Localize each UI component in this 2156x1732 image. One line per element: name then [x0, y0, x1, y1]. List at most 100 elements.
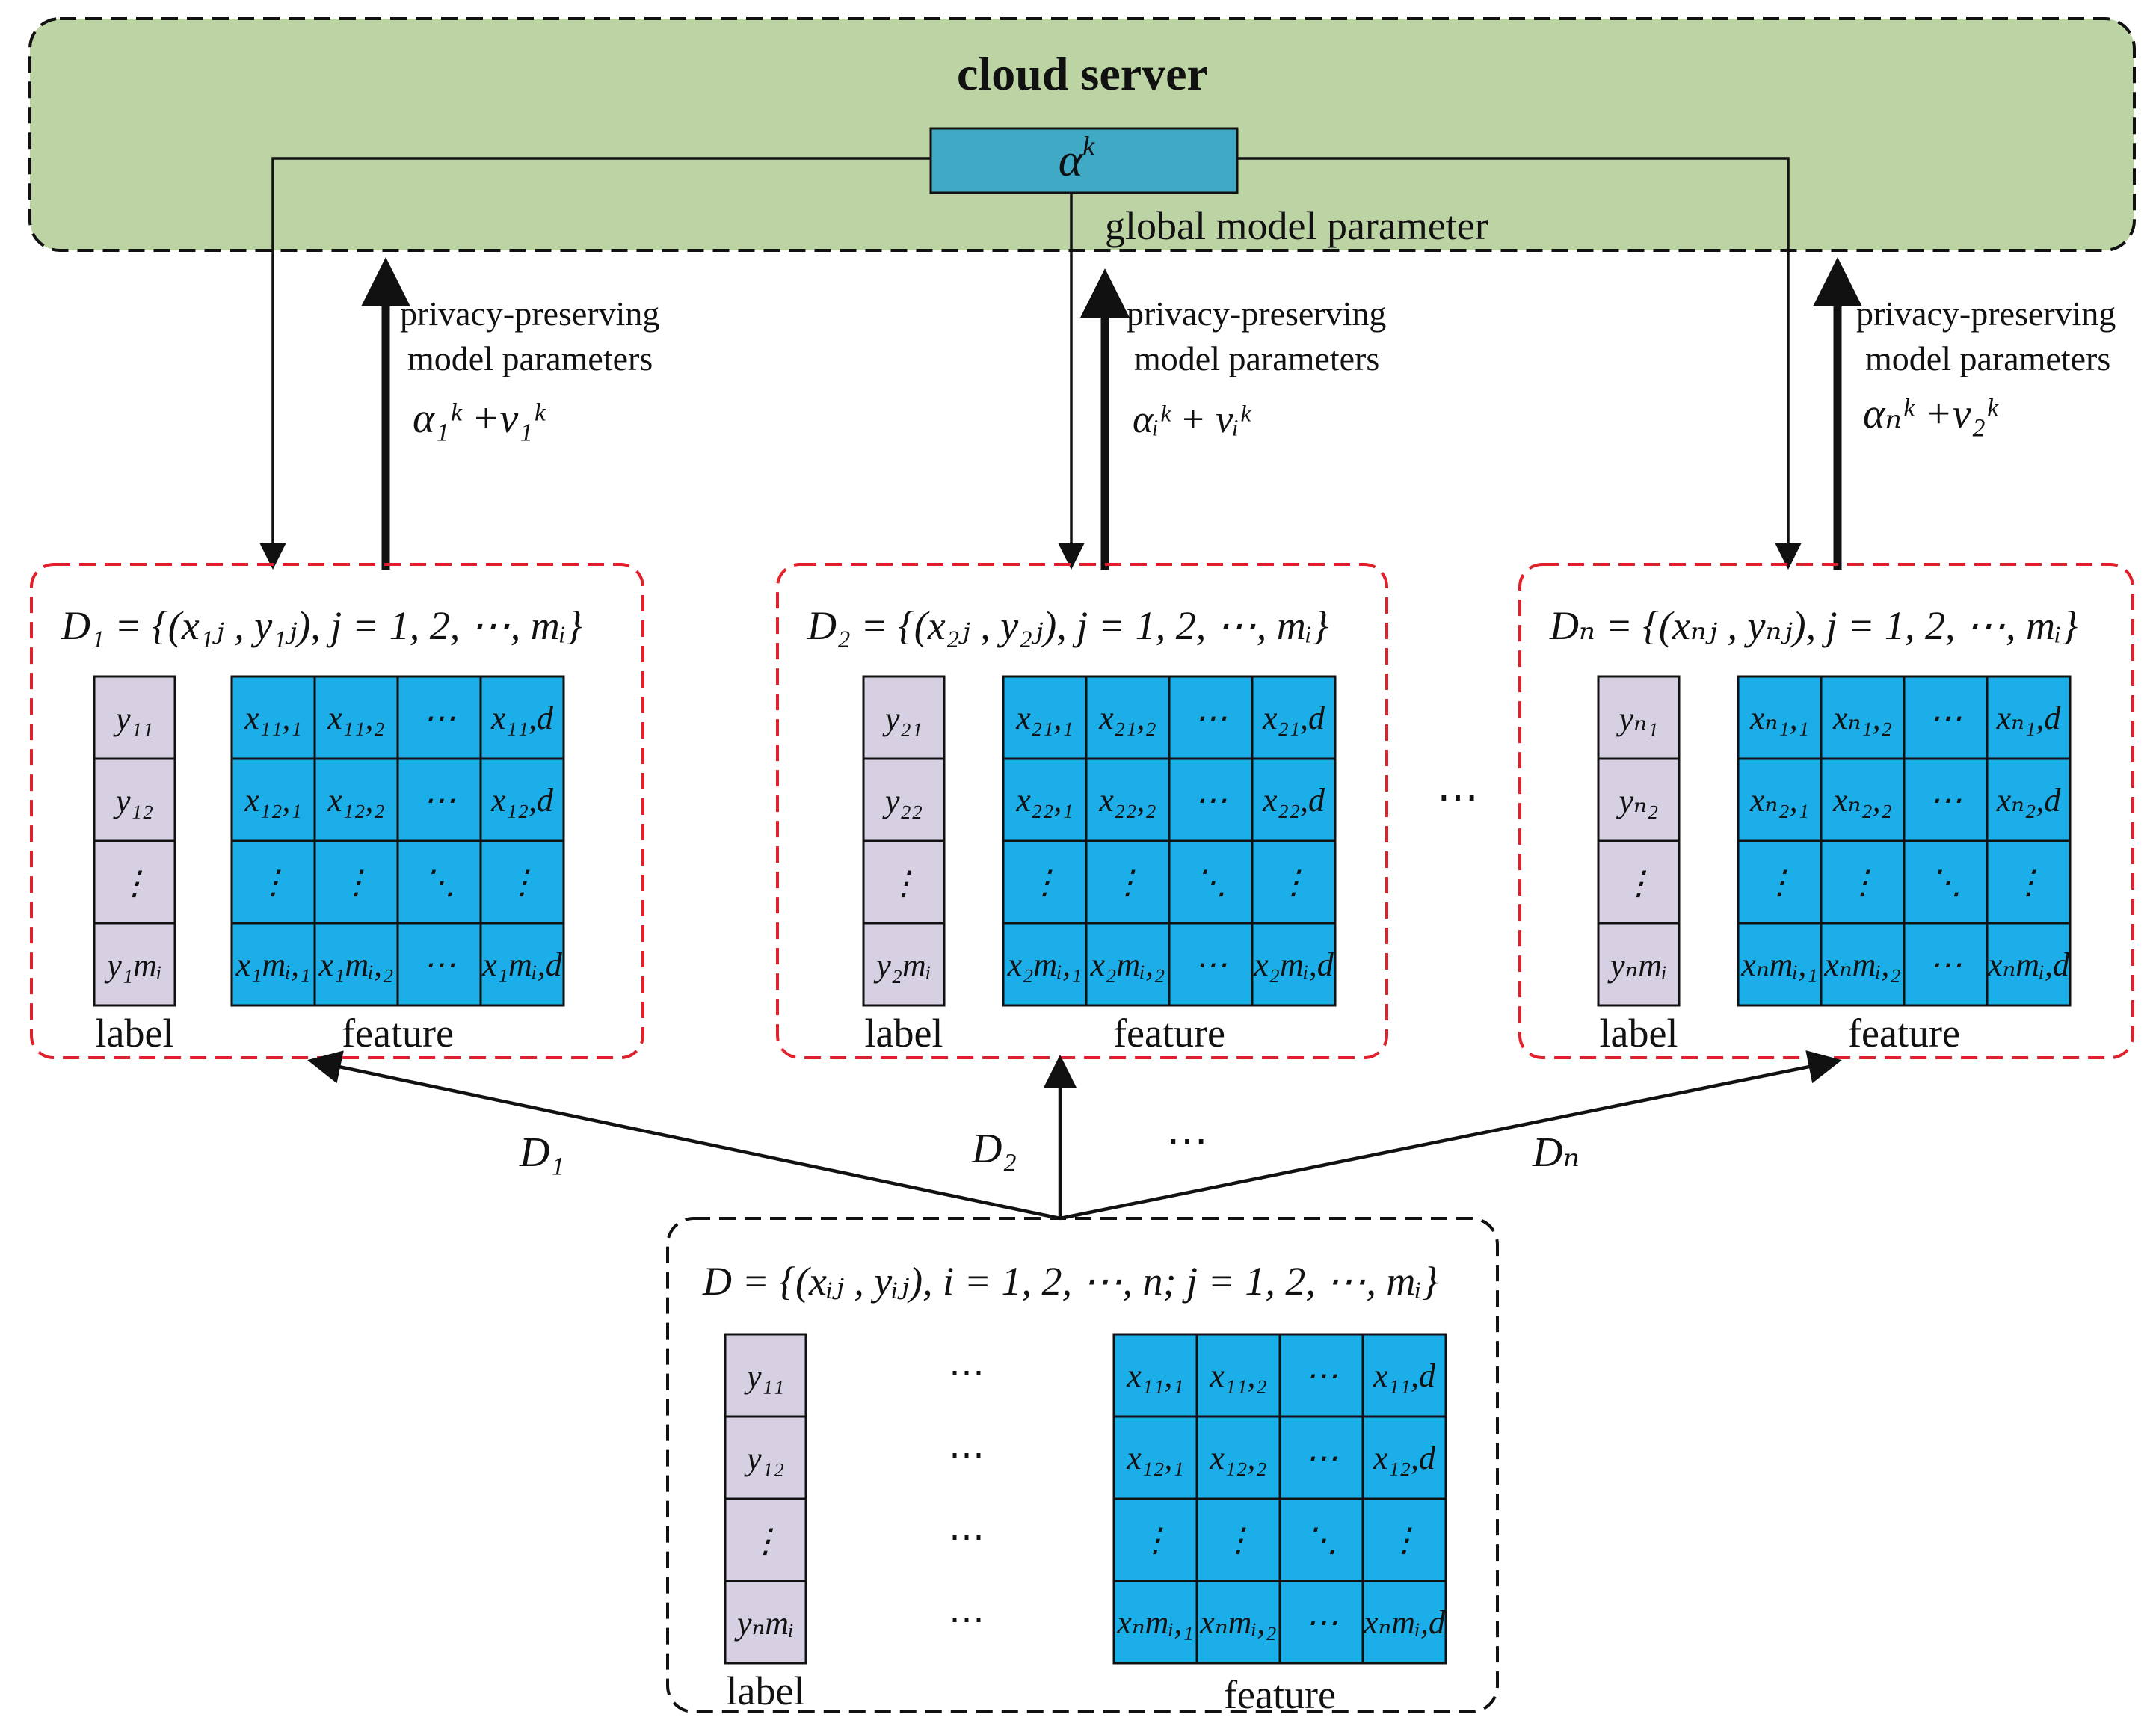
feature-cell-text: x₂₁,₂ — [1098, 700, 1156, 736]
feature-cell-text: xₙmᵢ,d — [1363, 1604, 1446, 1641]
feature-cell-text: ⋮ — [506, 864, 539, 901]
feature-cell-text: ⋯ — [1305, 1357, 1338, 1394]
feature-cell — [1112, 1580, 1198, 1665]
feature-caption: feature — [1113, 1011, 1225, 1055]
dataset-middle-ellipsis: ⋯ — [949, 1517, 985, 1557]
label-cell — [862, 675, 946, 760]
label-cell-text: y₁₂ — [113, 783, 153, 819]
feature-cell-text: ⋯ — [1305, 1440, 1338, 1476]
svg-text:model parameters: model parameters — [1134, 339, 1379, 377]
global-alpha-label: αk — [1059, 131, 1096, 186]
feature-cell-text: ⋮ — [1112, 864, 1145, 901]
feature-cell-text: ⋮ — [1222, 1522, 1255, 1559]
client-2: D₂ = {(x₂ⱼ , y₂ⱼ), j = 1, 2, ⋯, mᵢ}y₂₁y₂… — [776, 563, 1388, 1059]
feature-cell — [1168, 839, 1254, 925]
feature-cell — [1002, 839, 1088, 925]
feature-cell-text: xₙ₂,d — [1996, 782, 2062, 819]
feature-cell-text: xₙmᵢ,₂ — [1823, 946, 1900, 983]
feature-cell — [1737, 839, 1823, 925]
label-caption: label — [1600, 1011, 1678, 1055]
feature-cell-text: x₂₂,₂ — [1098, 782, 1156, 819]
feature-cell-text: x₂₁,₁ — [1015, 700, 1073, 736]
client-dataset-formula: Dₙ = {(xₙⱼ , yₙⱼ), j = 1, 2, ⋯, mᵢ} — [1549, 603, 2078, 648]
label-cell-text: yₙ₂ — [1616, 783, 1659, 819]
dataset-label-caption: label — [727, 1668, 805, 1713]
feature-cell-text: xₙ₂,₁ — [1749, 782, 1809, 819]
distribute-arrow-1 — [307, 1050, 1061, 1221]
feature-cell-text: x₁₁,d — [1373, 1357, 1436, 1394]
feature-cell-text: ⋱ — [1929, 864, 1962, 901]
feature-cell — [1085, 922, 1171, 1007]
between-clients-ellipsis: ⋯ — [1437, 774, 1479, 821]
feature-cell-text: ⋮ — [257, 864, 290, 901]
label-cell — [724, 1415, 807, 1500]
label-cell-text: y₂mᵢ — [873, 947, 931, 984]
feature-cell-text: ⋯ — [1195, 700, 1228, 736]
feature-cell-text: xₙmᵢ,d — [1987, 946, 2070, 983]
dataset-middle-ellipsis: ⋯ — [949, 1435, 985, 1475]
feature-cell — [396, 922, 482, 1007]
feature-cell-text: x₁₁,₂ — [327, 700, 384, 736]
distribute-arrow-3 — [1059, 1050, 1842, 1221]
feature-cell-text: ⋮ — [2012, 864, 2045, 901]
feature-cell-text: x₁₁,₁ — [1126, 1357, 1183, 1394]
feature-cell — [479, 757, 565, 842]
feature-cell — [1278, 1497, 1364, 1582]
feature-cell — [1002, 922, 1088, 1007]
feature-cell — [230, 922, 316, 1007]
client-1: D₁ = {(x₁ⱼ , y₁ⱼ), j = 1, 2, ⋯, mᵢ}y₁₁y₁… — [30, 563, 644, 1059]
distribute-label-2: D₂ — [971, 1126, 1017, 1172]
feature-cell — [479, 675, 565, 760]
feature-cell — [1986, 839, 2072, 925]
feature-cell — [479, 922, 565, 1007]
label-cell-text: ⋮ — [887, 865, 920, 902]
feature-cell-text: ⋯ — [423, 700, 456, 736]
feature-caption: feature — [1848, 1011, 1960, 1055]
global-model-parameter-label: global model parameter — [1105, 203, 1488, 248]
feature-cell — [1820, 757, 1906, 842]
feature-cell-text: x₂mᵢ,₁ — [1007, 946, 1082, 983]
svg-text:model parameters: model parameters — [1865, 339, 2110, 377]
feature-cell-text: xₙmᵢ,₁ — [1116, 1604, 1193, 1641]
feature-cell-text: x₁₂,₁ — [244, 782, 301, 819]
feature-cell — [230, 839, 316, 925]
label-cell — [724, 1580, 807, 1665]
feature-cell — [1361, 1580, 1447, 1665]
feature-cell-text: ⋮ — [1388, 1522, 1421, 1559]
uplink-label-1: privacy-preserving model parameters α₁ᵏ … — [400, 295, 659, 442]
label-cell-text: y₁mᵢ — [104, 947, 162, 984]
distribute-label-3: ⋯ — [1166, 1118, 1208, 1165]
feature-cell-text: xₙ₁,d — [1996, 700, 2062, 736]
feature-cell-text: ⋱ — [423, 864, 456, 901]
dataset-middle-ellipsis: ⋯ — [949, 1600, 985, 1639]
feature-cell — [1002, 675, 1088, 760]
uplink-label-2: privacy-preserving model parameters αᵢᵏ … — [1127, 295, 1386, 441]
feature-cell-text: x₂₁,d — [1262, 700, 1325, 736]
feature-cell-text: ⋯ — [1929, 782, 1962, 819]
label-cell-text: ⋮ — [749, 1523, 782, 1559]
svg-text:privacy-preserving: privacy-preserving — [400, 295, 659, 333]
feature-cell — [1737, 922, 1823, 1007]
feature-cell-text: x₂mᵢ,d — [1253, 946, 1334, 983]
feature-cell-text: x₁₂,₂ — [1209, 1440, 1266, 1476]
feature-cell — [1737, 757, 1823, 842]
feature-cell — [1986, 922, 2072, 1007]
label-cell — [1597, 675, 1681, 760]
feature-cell — [396, 757, 482, 842]
feature-cell — [1112, 1497, 1198, 1582]
label-cell — [93, 922, 176, 1007]
dataset-middle-ellipsis: ⋯ — [949, 1353, 985, 1393]
label-cell — [862, 922, 946, 1007]
feature-cell-text: ⋮ — [1278, 864, 1310, 901]
svg-text:α₁ᵏ +v₁ᵏ: α₁ᵏ +v₁ᵏ — [413, 395, 546, 442]
feature-cell — [1168, 675, 1254, 760]
label-cell-text: y₂₂ — [882, 783, 923, 819]
feature-cell — [479, 839, 565, 925]
client-3: Dₙ = {(xₙⱼ , yₙⱼ), j = 1, 2, ⋯, mᵢ}yₙ₁yₙ… — [1518, 563, 2134, 1059]
feature-cell-text: x₂₂,₁ — [1015, 782, 1073, 819]
distribute-label-4: Dₙ — [1532, 1130, 1580, 1176]
feature-cell-text: x₁₁,₂ — [1209, 1357, 1266, 1394]
feature-cell-text: xₙ₂,₂ — [1832, 782, 1892, 819]
label-caption: label — [865, 1011, 943, 1055]
feature-cell-text: ⋮ — [1029, 864, 1062, 901]
